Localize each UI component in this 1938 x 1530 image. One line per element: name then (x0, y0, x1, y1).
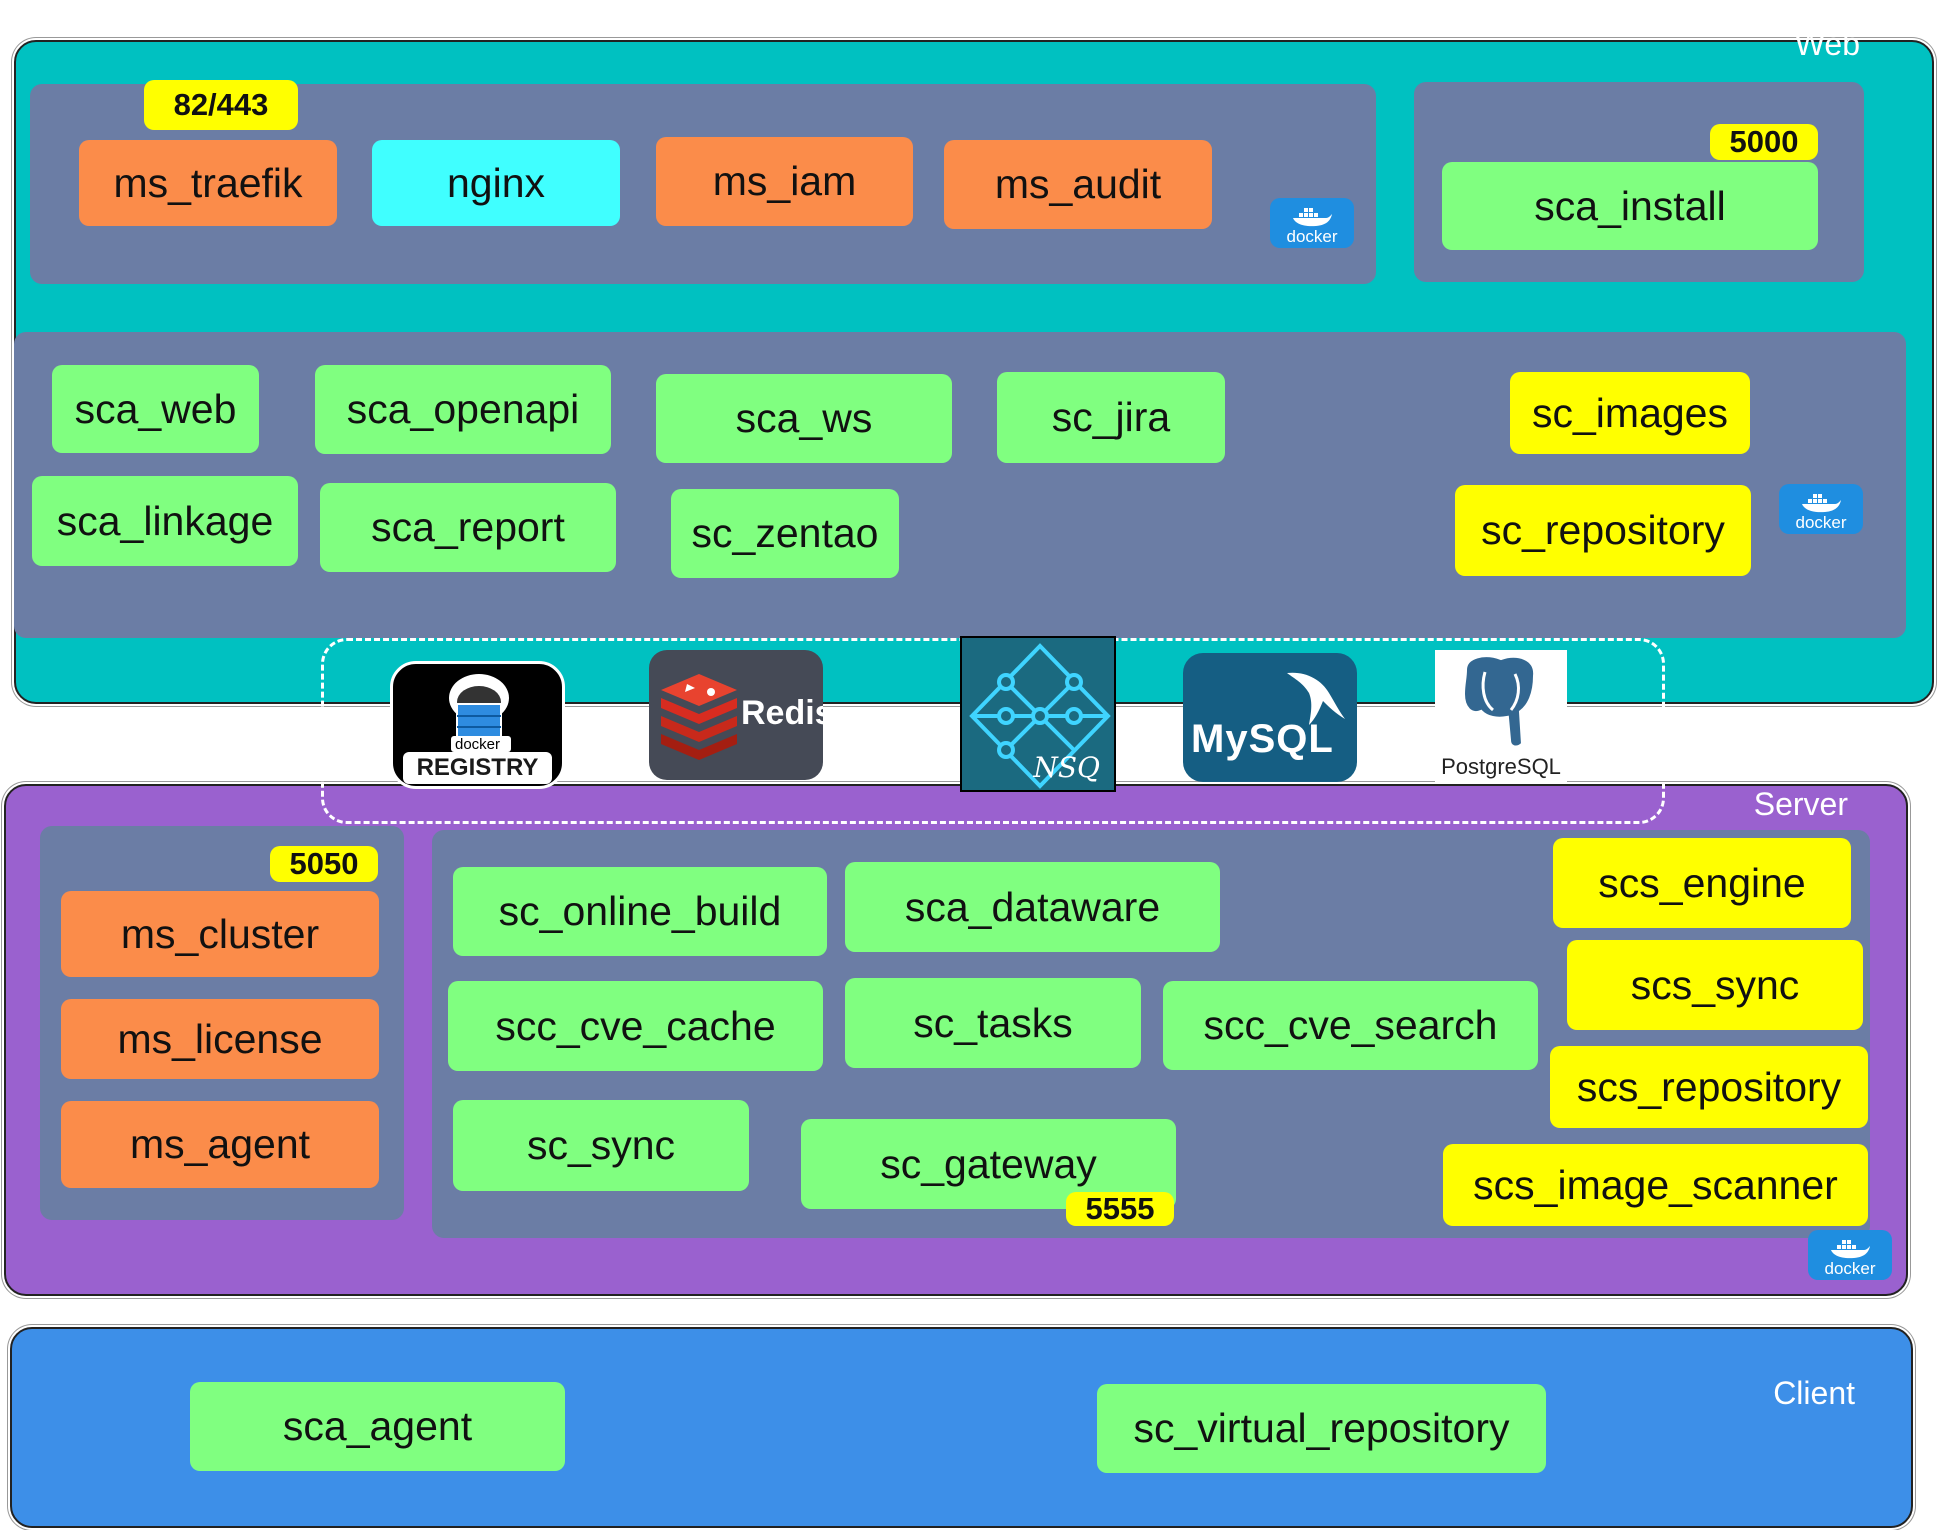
service-ms-traefik[interactable]: ms_traefik (79, 140, 337, 226)
server-layer-label: Server (1753, 786, 1848, 822)
mysql-logo: MySQL (1183, 653, 1357, 782)
service-nginx[interactable]: nginx (372, 140, 620, 226)
docker-word: docker (1286, 227, 1338, 246)
service-sc-sync[interactable]: sc_sync (453, 1100, 749, 1191)
postgresql-logo: PostgreSQL (1435, 650, 1567, 782)
mysql-text: MySQL (1191, 717, 1334, 761)
gateway-port-badge: 5555 (1066, 1191, 1174, 1226)
service-sca-ws[interactable]: sca_ws (656, 374, 952, 463)
nsq-network-icon (969, 643, 1111, 789)
service-scc-cve-cache[interactable]: scc_cve_cache (448, 981, 823, 1071)
service-ms-cluster[interactable]: ms_cluster (61, 891, 379, 977)
redis-stack-icon (661, 674, 737, 760)
registry-container-icon (449, 674, 511, 752)
postgresql-text: PostgreSQL (1441, 754, 1561, 779)
service-sca-openapi[interactable]: sca_openapi (315, 365, 611, 454)
service-sca-install[interactable]: sca_install (1442, 162, 1818, 250)
redis-logo: Redis (649, 650, 823, 780)
service-ms-audit[interactable]: ms_audit (944, 140, 1212, 229)
web-port-badge: 82/443 (144, 80, 298, 130)
redis-text: Redis (741, 694, 823, 732)
service-sc-images[interactable]: sc_images (1510, 372, 1750, 454)
dolphin-icon (1287, 672, 1345, 725)
service-scs-engine[interactable]: scs_engine (1553, 838, 1851, 928)
service-ms-agent[interactable]: ms_agent (61, 1101, 379, 1188)
service-sca-agent[interactable]: sca_agent (190, 1382, 565, 1471)
web-layer-label: Web (1794, 26, 1860, 62)
service-ms-iam[interactable]: ms_iam (656, 137, 913, 226)
docker-whale-icon (1802, 494, 1841, 513)
nsq-text: NSQ (1033, 751, 1100, 784)
service-sca-web[interactable]: sca_web (52, 365, 259, 453)
docker-whale-icon (1293, 208, 1332, 227)
service-sc-jira[interactable]: sc_jira (997, 372, 1225, 463)
service-sca-dataware[interactable]: sca_dataware (845, 862, 1220, 952)
registry-top-text: docker (454, 736, 501, 753)
elephant-icon (1460, 653, 1538, 750)
service-sc-repository[interactable]: sc_repository (1455, 485, 1751, 576)
service-scs-repository[interactable]: scs_repository (1550, 1046, 1868, 1128)
service-sc-zentao[interactable]: sc_zentao (671, 489, 899, 578)
docker-word: docker (1824, 1259, 1876, 1278)
service-ms-license[interactable]: ms_license (61, 999, 379, 1079)
nsq-logo: NSQ (960, 636, 1116, 792)
service-scs-image-scanner[interactable]: scs_image_scanner (1443, 1144, 1868, 1226)
server-port-badge: 5050 (270, 846, 378, 882)
service-sc-online-build[interactable]: sc_online_build (453, 867, 827, 956)
docker-word: docker (1795, 513, 1847, 532)
service-sca-linkage[interactable]: sca_linkage (32, 476, 298, 566)
docker-logo-web-main: docker (1779, 484, 1863, 534)
docker-whale-icon (1831, 1240, 1870, 1259)
docker-registry-logo: docker REGISTRY (390, 661, 565, 789)
client-layer-label: Client (1773, 1375, 1855, 1411)
docker-logo-server: docker (1808, 1230, 1892, 1280)
service-scs-sync[interactable]: scs_sync (1567, 940, 1863, 1030)
docker-logo-web-top: docker (1270, 198, 1354, 248)
service-sca-report[interactable]: sca_report (320, 483, 616, 572)
service-sc-virtual-repository[interactable]: sc_virtual_repository (1097, 1384, 1546, 1473)
registry-bottom-text: REGISTRY (403, 752, 552, 784)
install-port-badge: 5000 (1710, 124, 1818, 160)
service-scc-cve-search[interactable]: scc_cve_search (1163, 981, 1538, 1070)
service-sc-tasks[interactable]: sc_tasks (845, 978, 1141, 1068)
